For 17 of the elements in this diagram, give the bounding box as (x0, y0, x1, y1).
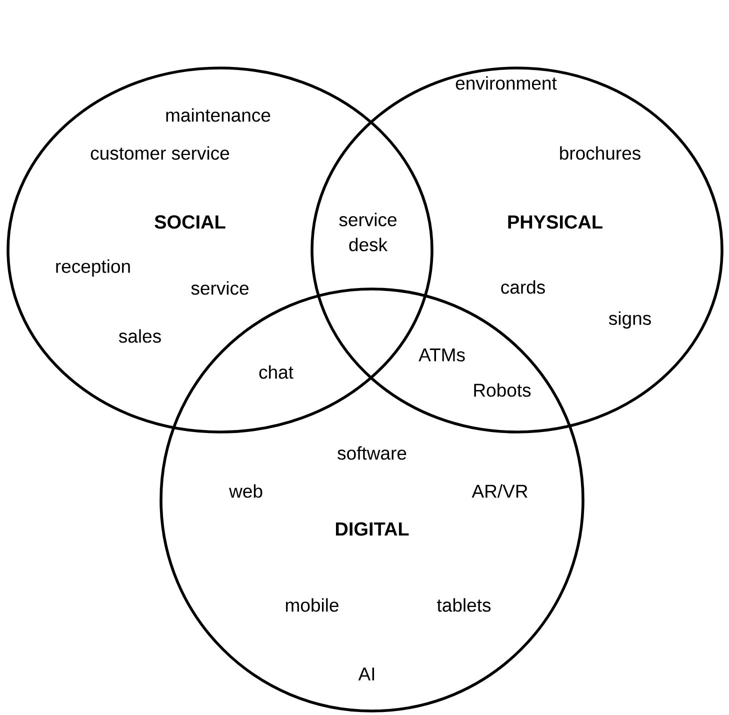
venn-label: reception (56, 259, 130, 277)
venn-label: signs (608, 311, 651, 329)
venn-label: software (338, 446, 406, 460)
venn-label: environment (456, 76, 557, 90)
venn-label: chat (259, 365, 294, 379)
venn-label: web (229, 484, 262, 498)
venn-label: mobile (286, 598, 338, 612)
venn-label: sales (118, 329, 161, 343)
venn-label: brochures (560, 146, 640, 160)
venn-label: ATMs (418, 348, 465, 362)
venn-label: tablets (437, 598, 491, 612)
venn-label: Robots (474, 383, 531, 397)
venn-label: AI (358, 668, 374, 680)
venn-label: service desk (339, 212, 396, 252)
venn-label: customer service (90, 146, 230, 160)
venn-label: AR/VR (472, 484, 528, 498)
venn-label: maintenance (166, 108, 270, 122)
